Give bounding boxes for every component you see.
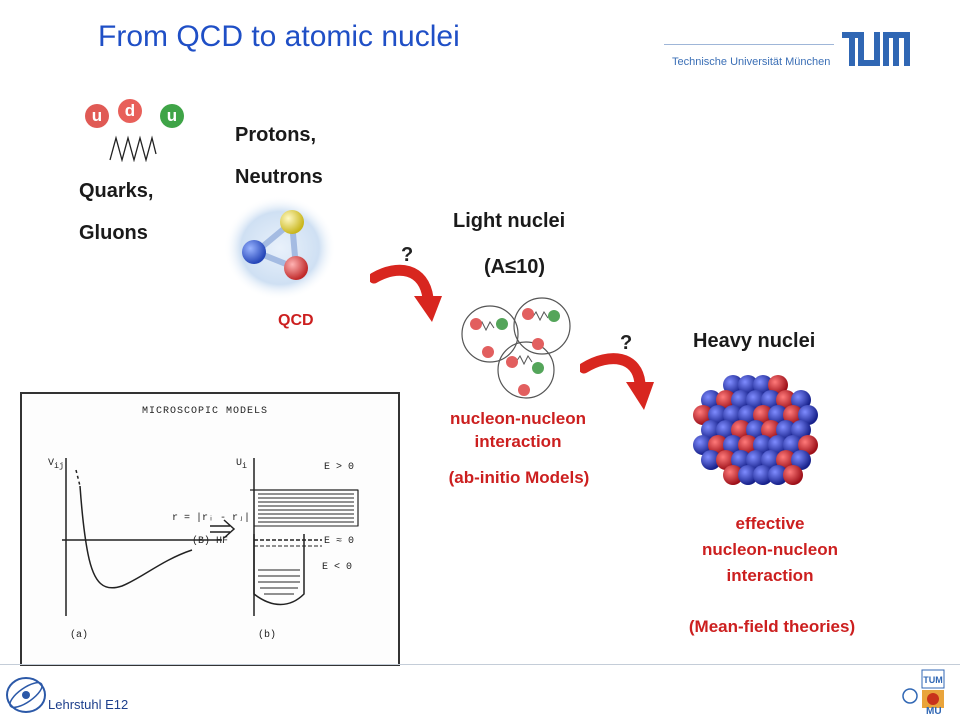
nucleon-ball [798,435,818,455]
r-label: r = |rᵢ - rⱼ| [172,513,251,524]
nucleon-ball [701,420,721,440]
panel-a-label: (a) [70,630,89,641]
page-title: From QCD to atomic nuclei [98,20,460,53]
e-zero-label: E ≈ 0 [324,536,355,547]
nucleon-ball [798,405,818,425]
heavy-nuclei-label: Heavy nuclei [693,330,816,352]
nucleon-ball [701,450,721,470]
heavy-caption-1: effective [735,514,805,533]
light-nucleus-icon [461,297,571,399]
svg-text:TUM: TUM [923,675,943,685]
nucleon-ball [708,405,728,425]
nucleon-ball [783,435,803,455]
tum-physics-logo-icon: TUM [902,669,945,708]
nucleon-ball [768,405,788,425]
nucleon-ball [701,390,721,410]
nucleon-ball [693,435,713,455]
e-positive-label: E > 0 [324,462,355,473]
nucleon-ball [738,405,758,425]
qcd-caption: QCD [278,312,314,329]
nucleon-ball [716,390,736,410]
figure-title: MICROSCOPIC MODELS [142,406,269,417]
nucleon-ball [783,465,803,485]
nucleon-ball [753,435,773,455]
nucleon-ball [783,405,803,425]
curved-arrow-icon-1 [370,264,442,322]
nucleon-ball [791,390,811,410]
question-mark-1: ? [401,244,414,266]
nucleon-ball [731,450,751,470]
nucleon-ball [761,450,781,470]
panel-b-label: (b) [258,630,277,641]
nucleon-ball [731,390,751,410]
mu-logo-text: MU [926,706,942,717]
quark-d: d [118,99,142,123]
light-nuclei-label: Light nuclei [453,210,566,232]
nucleon-ball [753,405,773,425]
light-caption-3: (ab-initio Models) [448,468,590,487]
quarks-label: Quarks, [79,180,154,202]
vij-axis-label: Vij [48,458,65,471]
heavy-caption-4: (Mean-field theories) [688,617,856,636]
nucleon-ball [746,420,766,440]
nucleon-ball [768,435,788,455]
gluon-icon [109,135,157,162]
quark-u-left: u [85,104,109,128]
chair-logo-icon [6,677,46,713]
nucleon-ball [716,450,736,470]
question-mark-2: ? [620,332,633,354]
footer-divider [0,664,960,665]
nucleon-ball [746,390,766,410]
nucleon-ball [753,375,773,395]
nucleon-ball [731,420,751,440]
nucleon-ball [723,465,743,485]
ui-axis-label: Ui [236,458,248,471]
nucleon-ball [776,420,796,440]
nucleon-ball [761,390,781,410]
nucleon-ball [693,405,713,425]
quark-u-right: u [160,104,184,128]
potential-plots [62,458,359,616]
gluons-label: Gluons [79,222,148,244]
hf-arrow-label: (B) HF [192,536,229,547]
neutrons-label: Neutrons [235,166,323,188]
nucleon-ball [768,465,788,485]
nucleon-ball [723,405,743,425]
nucleon-ball [768,375,788,395]
tum-logo [842,32,910,66]
curved-arrow-icon-2 [580,353,654,410]
nucleon-ball [791,420,811,440]
nucleon-ball [776,450,796,470]
light-caption-1: nucleon-nucleon [450,409,586,428]
heavy-caption-2: nucleon-nucleon [702,540,838,559]
nucleon-ball [708,435,728,455]
nucleon-ball [738,375,758,395]
nucleon-ball [776,390,796,410]
microscopic-models-figure: MICROSCOPIC MODELS Vij Ui r = |rᵢ - rⱼ| … [20,392,400,666]
institution-name: Technische Universität München [672,56,831,68]
heavy-nucleus-icon [693,375,818,485]
e-negative-label: E < 0 [322,562,353,573]
light-caption-2: interaction [474,432,562,451]
nucleon-ball [723,435,743,455]
nucleon-ball [791,450,811,470]
nucleon-ball [753,465,773,485]
heavy-caption-3: interaction [726,566,814,585]
nucleon-quark-icon [224,196,336,300]
header-divider [664,44,834,45]
nucleon-ball [746,450,766,470]
nucleon-ball [723,375,743,395]
chair-label: Lehrstuhl E12 [48,697,129,712]
nucleon-ball [716,420,736,440]
light-nuclei-range: (A≤10) [484,256,545,278]
nucleon-ball [761,420,781,440]
nucleon-ball [738,435,758,455]
protons-label: Protons, [235,124,317,146]
nucleon-ball [738,465,758,485]
